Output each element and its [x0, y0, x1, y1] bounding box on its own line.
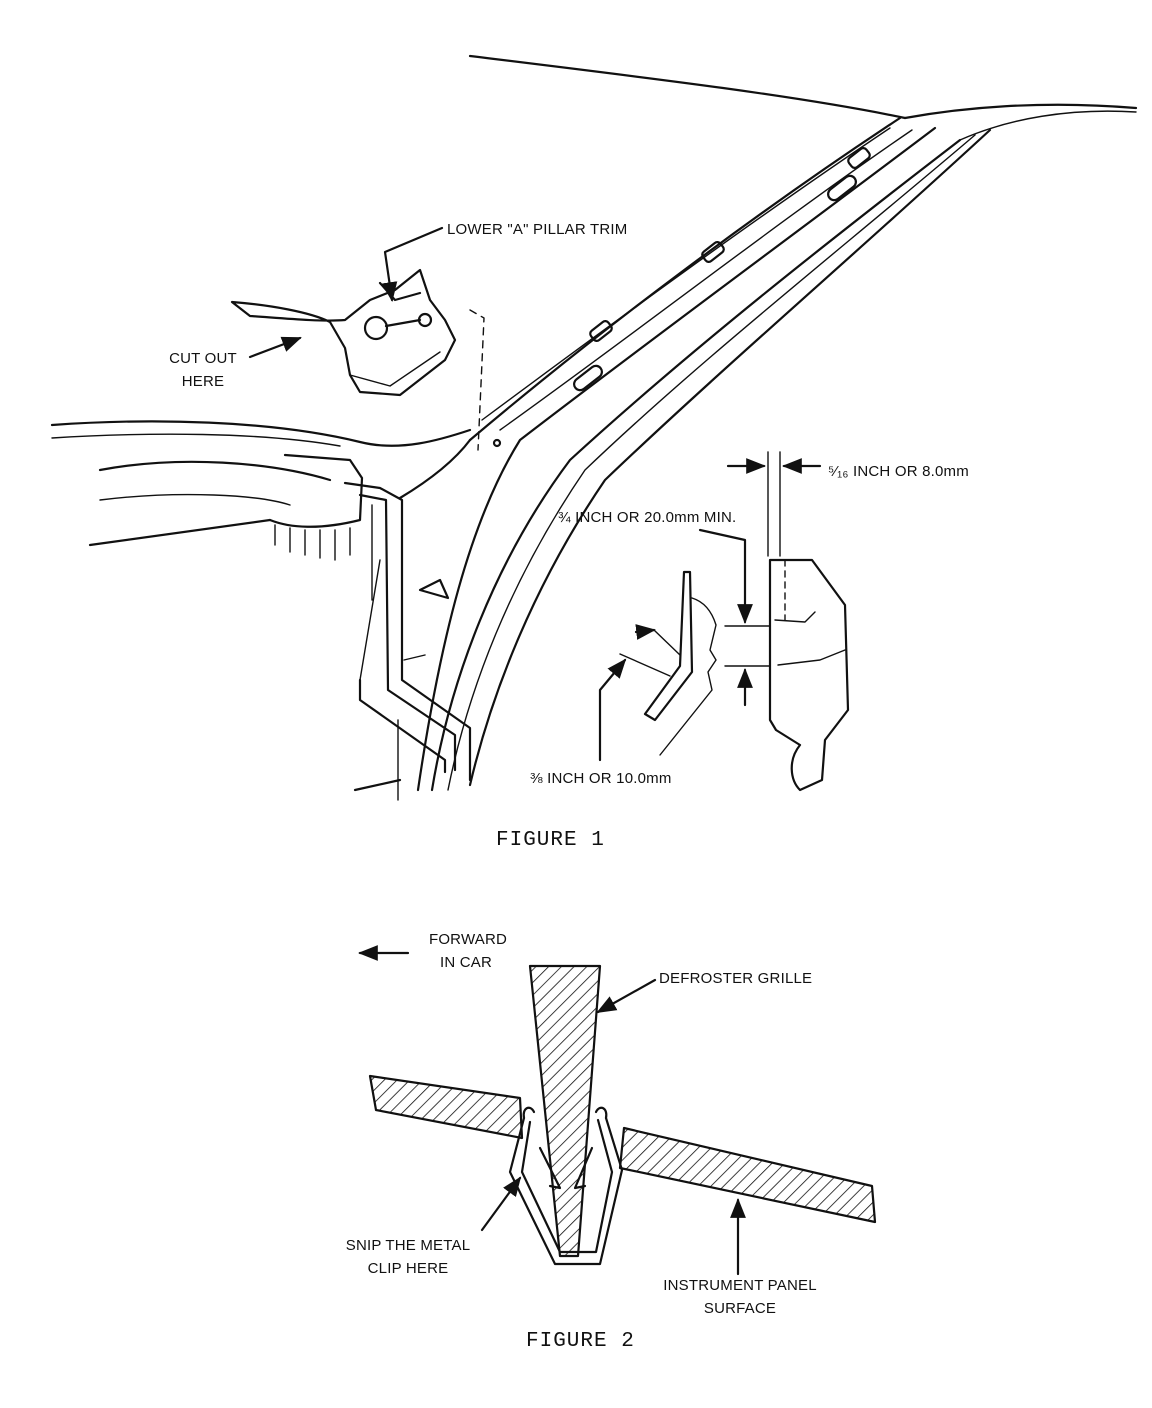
detail-view-clip — [598, 451, 850, 792]
pillar-clip-2 — [701, 241, 725, 263]
clip-barb-right — [573, 1146, 594, 1190]
clip-tip-left — [522, 1106, 536, 1120]
lower-a-pillar-trim-leader — [381, 226, 444, 302]
trim-push-pin-head — [363, 315, 389, 341]
dash-curve-2 — [99, 493, 291, 506]
metal-clip-inner — [520, 1118, 614, 1254]
label-forward-line2: IN CAR — [440, 954, 492, 971]
a-pillar-line-1 — [468, 116, 902, 442]
pillar-slot-2 — [827, 174, 857, 202]
roof-edge-line — [468, 54, 907, 120]
a-pillar-line-7 — [468, 128, 992, 787]
trim-push-pin-shaft — [384, 318, 422, 328]
dash-top-line-2 — [51, 433, 341, 447]
roof-rail-inner — [959, 110, 1137, 141]
roof-rail-outer — [903, 103, 1138, 120]
trim-flange-line — [349, 351, 441, 387]
dash-leader-line — [88, 518, 272, 547]
figure-1-drawing: LOWER "A" PILLAR TRIM CUT OUT HERE ⁵⁄₁₆ … — [50, 54, 1138, 852]
bracket-side — [397, 654, 426, 801]
trim-dashed-guide — [469, 309, 485, 451]
label-forward-line1: FORWARD — [429, 931, 507, 948]
dash-fins — [274, 524, 351, 561]
detail-dim-3-8-ext-1 — [619, 653, 671, 677]
label-dim-3-4: ¾ INCH OR 20.0mm MIN. — [558, 509, 736, 526]
label-panel-line1: INSTRUMENT PANEL — [663, 1277, 817, 1294]
label-panel-line2: SURFACE — [704, 1300, 776, 1317]
pillar-clip-1 — [589, 320, 613, 342]
detail-broken-edge — [659, 597, 717, 756]
pillar-slot-1 — [573, 364, 603, 392]
cut-out-leader — [248, 336, 302, 359]
panel-right-hatched — [618, 1126, 877, 1224]
pillar-hole — [492, 438, 502, 448]
detail-dim-3-8-ext-2 — [653, 629, 681, 656]
clip-tip-right — [594, 1106, 608, 1120]
pillar-clip-3 — [847, 147, 871, 169]
label-snip-line2: CLIP HERE — [368, 1260, 449, 1277]
detail-dim-3-8-leader — [598, 658, 627, 762]
label-dim-5-16: ⁵⁄₁₆ INCH OR 8.0mm — [828, 463, 969, 480]
bracket-vertical-outer — [343, 481, 472, 782]
panel-left-hatched — [368, 1074, 524, 1140]
snip-clip-arrow — [480, 1176, 522, 1232]
bracket-vertical-inner — [358, 493, 457, 772]
label-snip-line1: SNIP THE METAL — [346, 1237, 471, 1254]
label-dim-3-8: ⅜ INCH OR 10.0mm — [530, 770, 672, 787]
small-triangle-clip — [418, 578, 450, 600]
figure-2-caption: FIGURE 2 — [526, 1330, 635, 1353]
bracket-lower-edge — [359, 504, 381, 681]
dash-top-line — [50, 420, 472, 447]
detail-dim-3-8-arrow2 — [634, 624, 656, 640]
defroster-grille-arrow — [596, 978, 657, 1014]
a-pillar-line-6 — [447, 134, 976, 791]
detail-body-block — [768, 558, 850, 792]
label-lower-a-pillar-trim: LOWER "A" PILLAR TRIM — [447, 221, 627, 238]
clip-barb-left — [538, 1146, 562, 1190]
label-cut-out-line2: HERE — [182, 373, 224, 390]
defroster-grille-wedge — [528, 964, 602, 1258]
label-cut-out-line1: CUT OUT — [169, 350, 237, 367]
dash-vent-block — [268, 453, 364, 528]
dash-pillar-join — [398, 438, 472, 500]
a-pillar-line-5 — [430, 138, 962, 792]
detail-clip-outline — [643, 570, 694, 722]
figure-1-caption: FIGURE 1 — [496, 829, 605, 852]
a-pillar-line-2 — [481, 127, 891, 421]
a-pillar-line-4 — [416, 126, 937, 792]
figure-2-drawing: FORWARD IN CAR DEFROSTER GRILLE SNIP THE… — [346, 931, 877, 1353]
label-defroster-grille: DEFROSTER GRILLE — [659, 970, 812, 987]
dash-curve-1 — [98, 460, 332, 482]
bracket-lower-left — [358, 678, 447, 774]
metal-clip-outer — [508, 1116, 624, 1266]
dim-3-4-leader — [698, 528, 753, 624]
lower-a-pillar-trim-piece — [230, 268, 457, 397]
bracket-bottom-line — [353, 778, 402, 792]
trim-retainer — [417, 312, 433, 328]
